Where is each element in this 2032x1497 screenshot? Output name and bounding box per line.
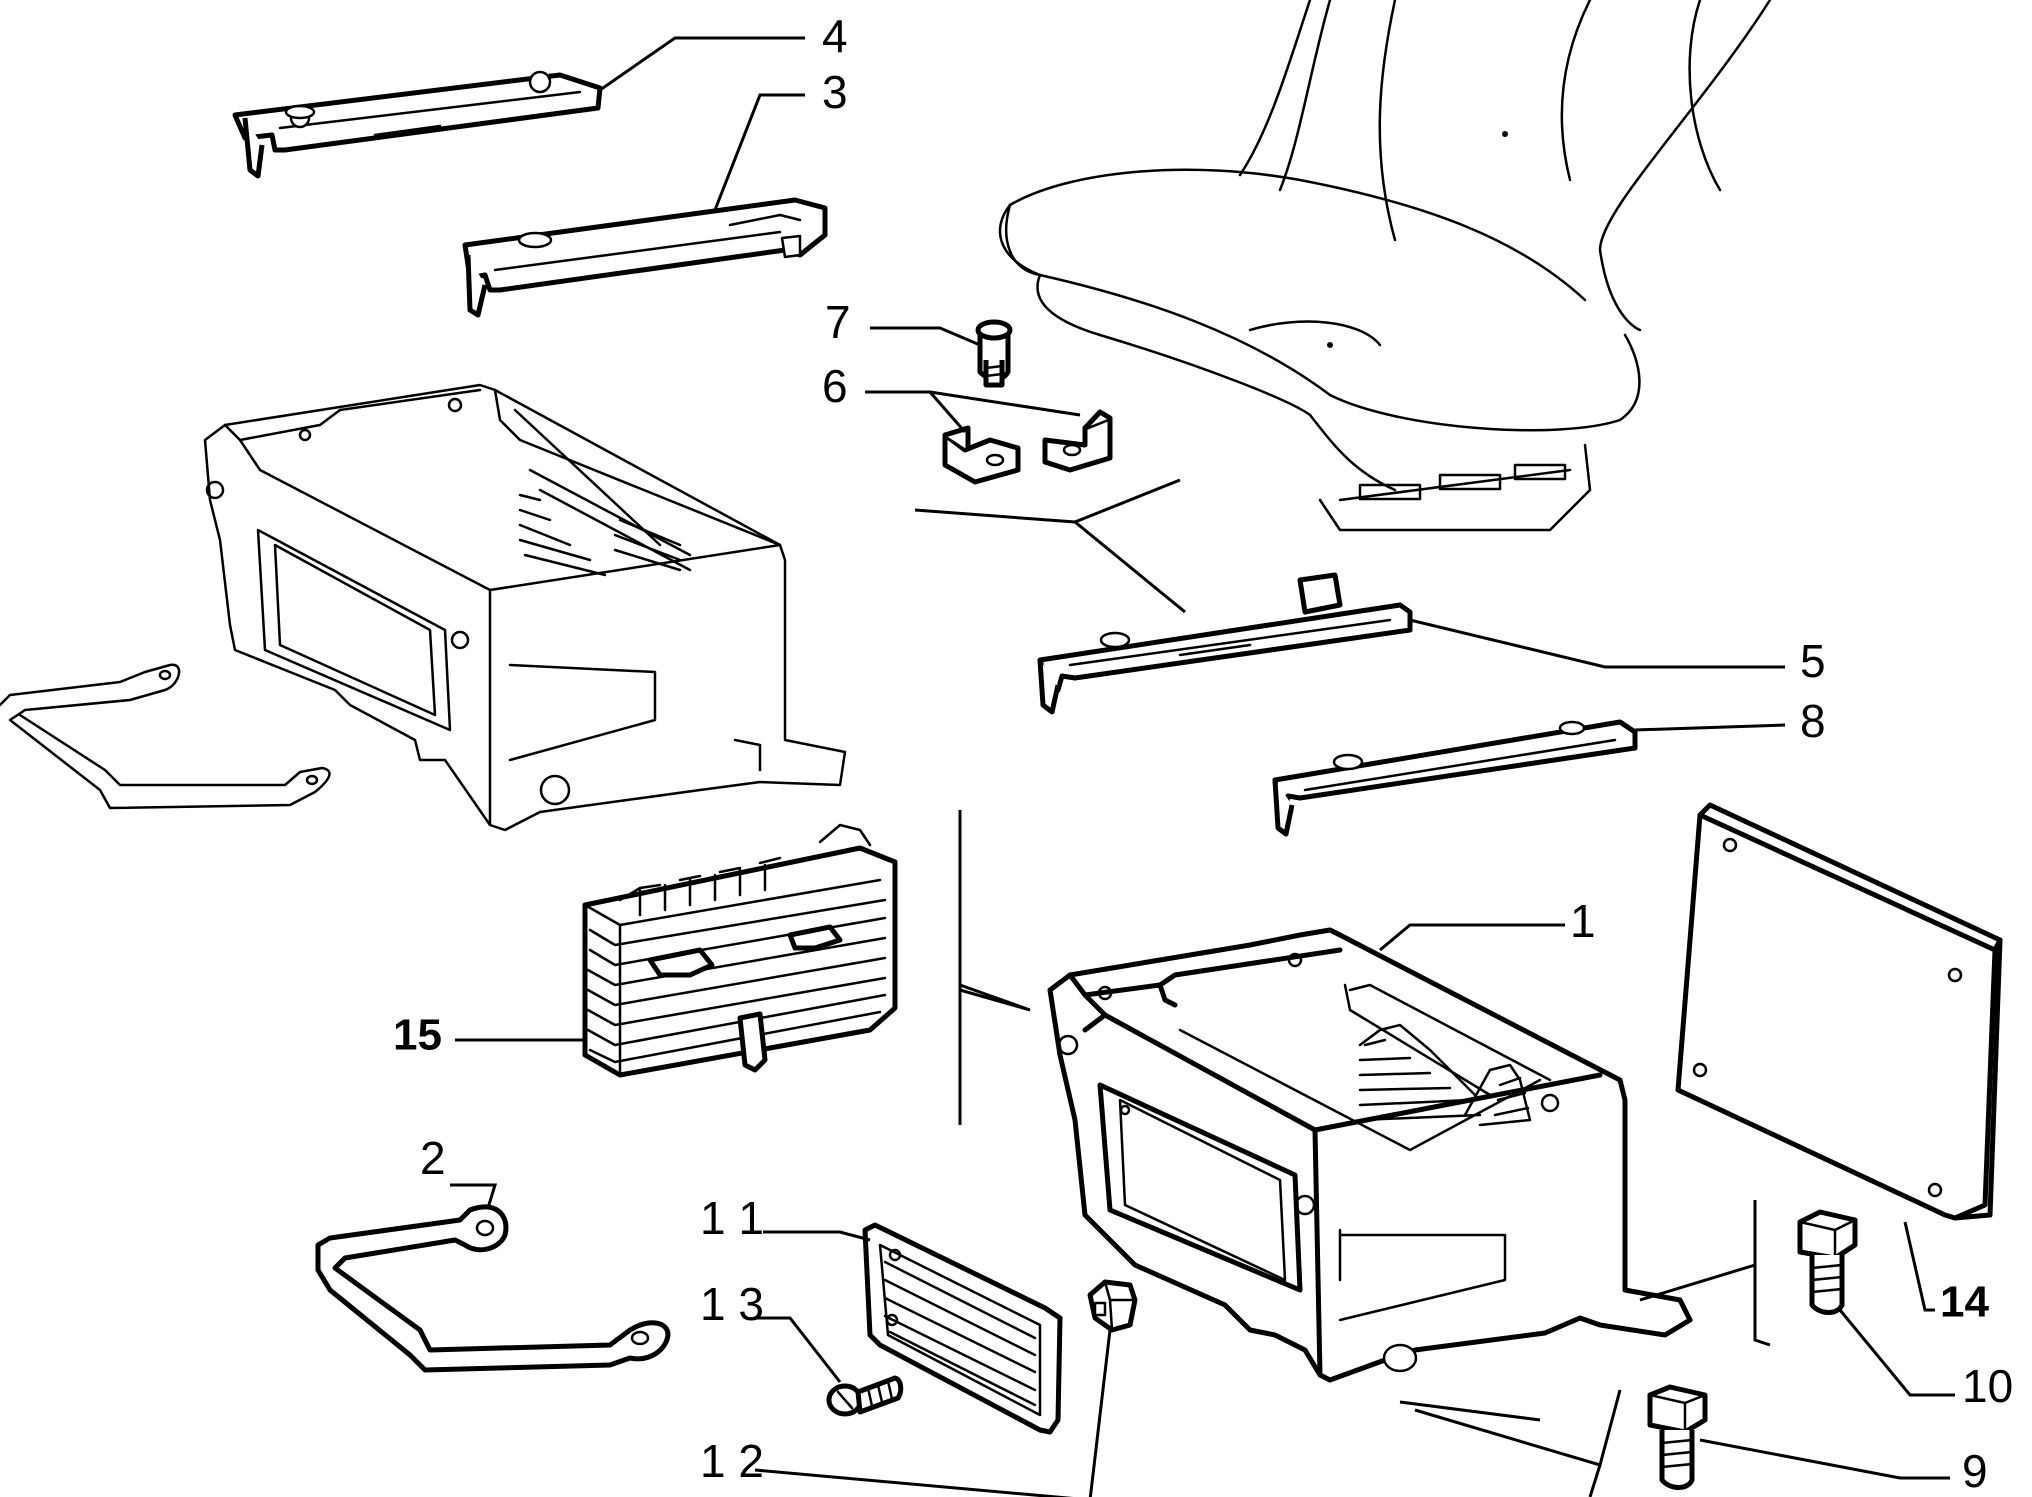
seat-drawing xyxy=(998,0,1772,532)
strap-ghost xyxy=(0,663,331,810)
part-15-battery xyxy=(582,823,898,1078)
label-part-2: 2 xyxy=(420,1132,446,1184)
label-part-12: 1 2 xyxy=(700,1435,764,1487)
label-part-14: 14 xyxy=(1940,1278,1989,1327)
label-part-6: 6 xyxy=(822,360,848,412)
label-part-1: 1 xyxy=(1570,895,1596,947)
leader-lines xyxy=(450,36,1955,1497)
label-part-5: 5 xyxy=(1800,635,1826,687)
label-part-11: 1 1 xyxy=(700,1192,764,1244)
part-11-grille xyxy=(862,1222,1063,1435)
part-12-clip xyxy=(1087,1279,1138,1333)
part-6-brackets xyxy=(942,409,1113,485)
part-7-bolt xyxy=(975,319,1013,388)
part-5-rail xyxy=(1037,572,1413,715)
label-part-15: 15 xyxy=(393,1011,442,1060)
part-9-bolt xyxy=(1647,1384,1708,1490)
label-part-9: 9 xyxy=(1962,1445,1988,1497)
part-3-rail xyxy=(462,197,828,318)
label-part-3: 3 xyxy=(822,66,848,118)
label-part-10: 10 xyxy=(1962,1360,2013,1412)
part-14-lid xyxy=(1675,802,2003,1221)
callout-labels: 4 3 7 6 5 8 1 15 2 1 1 1 3 1 2 14 10 9 xyxy=(393,10,2013,1497)
part-10-bolt xyxy=(1797,1209,1858,1315)
part-8-rail xyxy=(1272,719,1638,837)
label-part-13: 1 3 xyxy=(700,1278,764,1330)
part-1-battery-tray xyxy=(1047,927,1693,1383)
part-13-screw xyxy=(826,1375,904,1417)
label-part-4: 4 xyxy=(822,10,848,62)
assembly-guide-lines xyxy=(914,478,1771,1497)
label-part-7: 7 xyxy=(825,296,851,348)
label-part-8: 8 xyxy=(1800,695,1826,747)
part-4-rail xyxy=(232,70,603,179)
battery-tray-ghost xyxy=(203,383,847,832)
part-2-strap xyxy=(315,1204,671,1373)
